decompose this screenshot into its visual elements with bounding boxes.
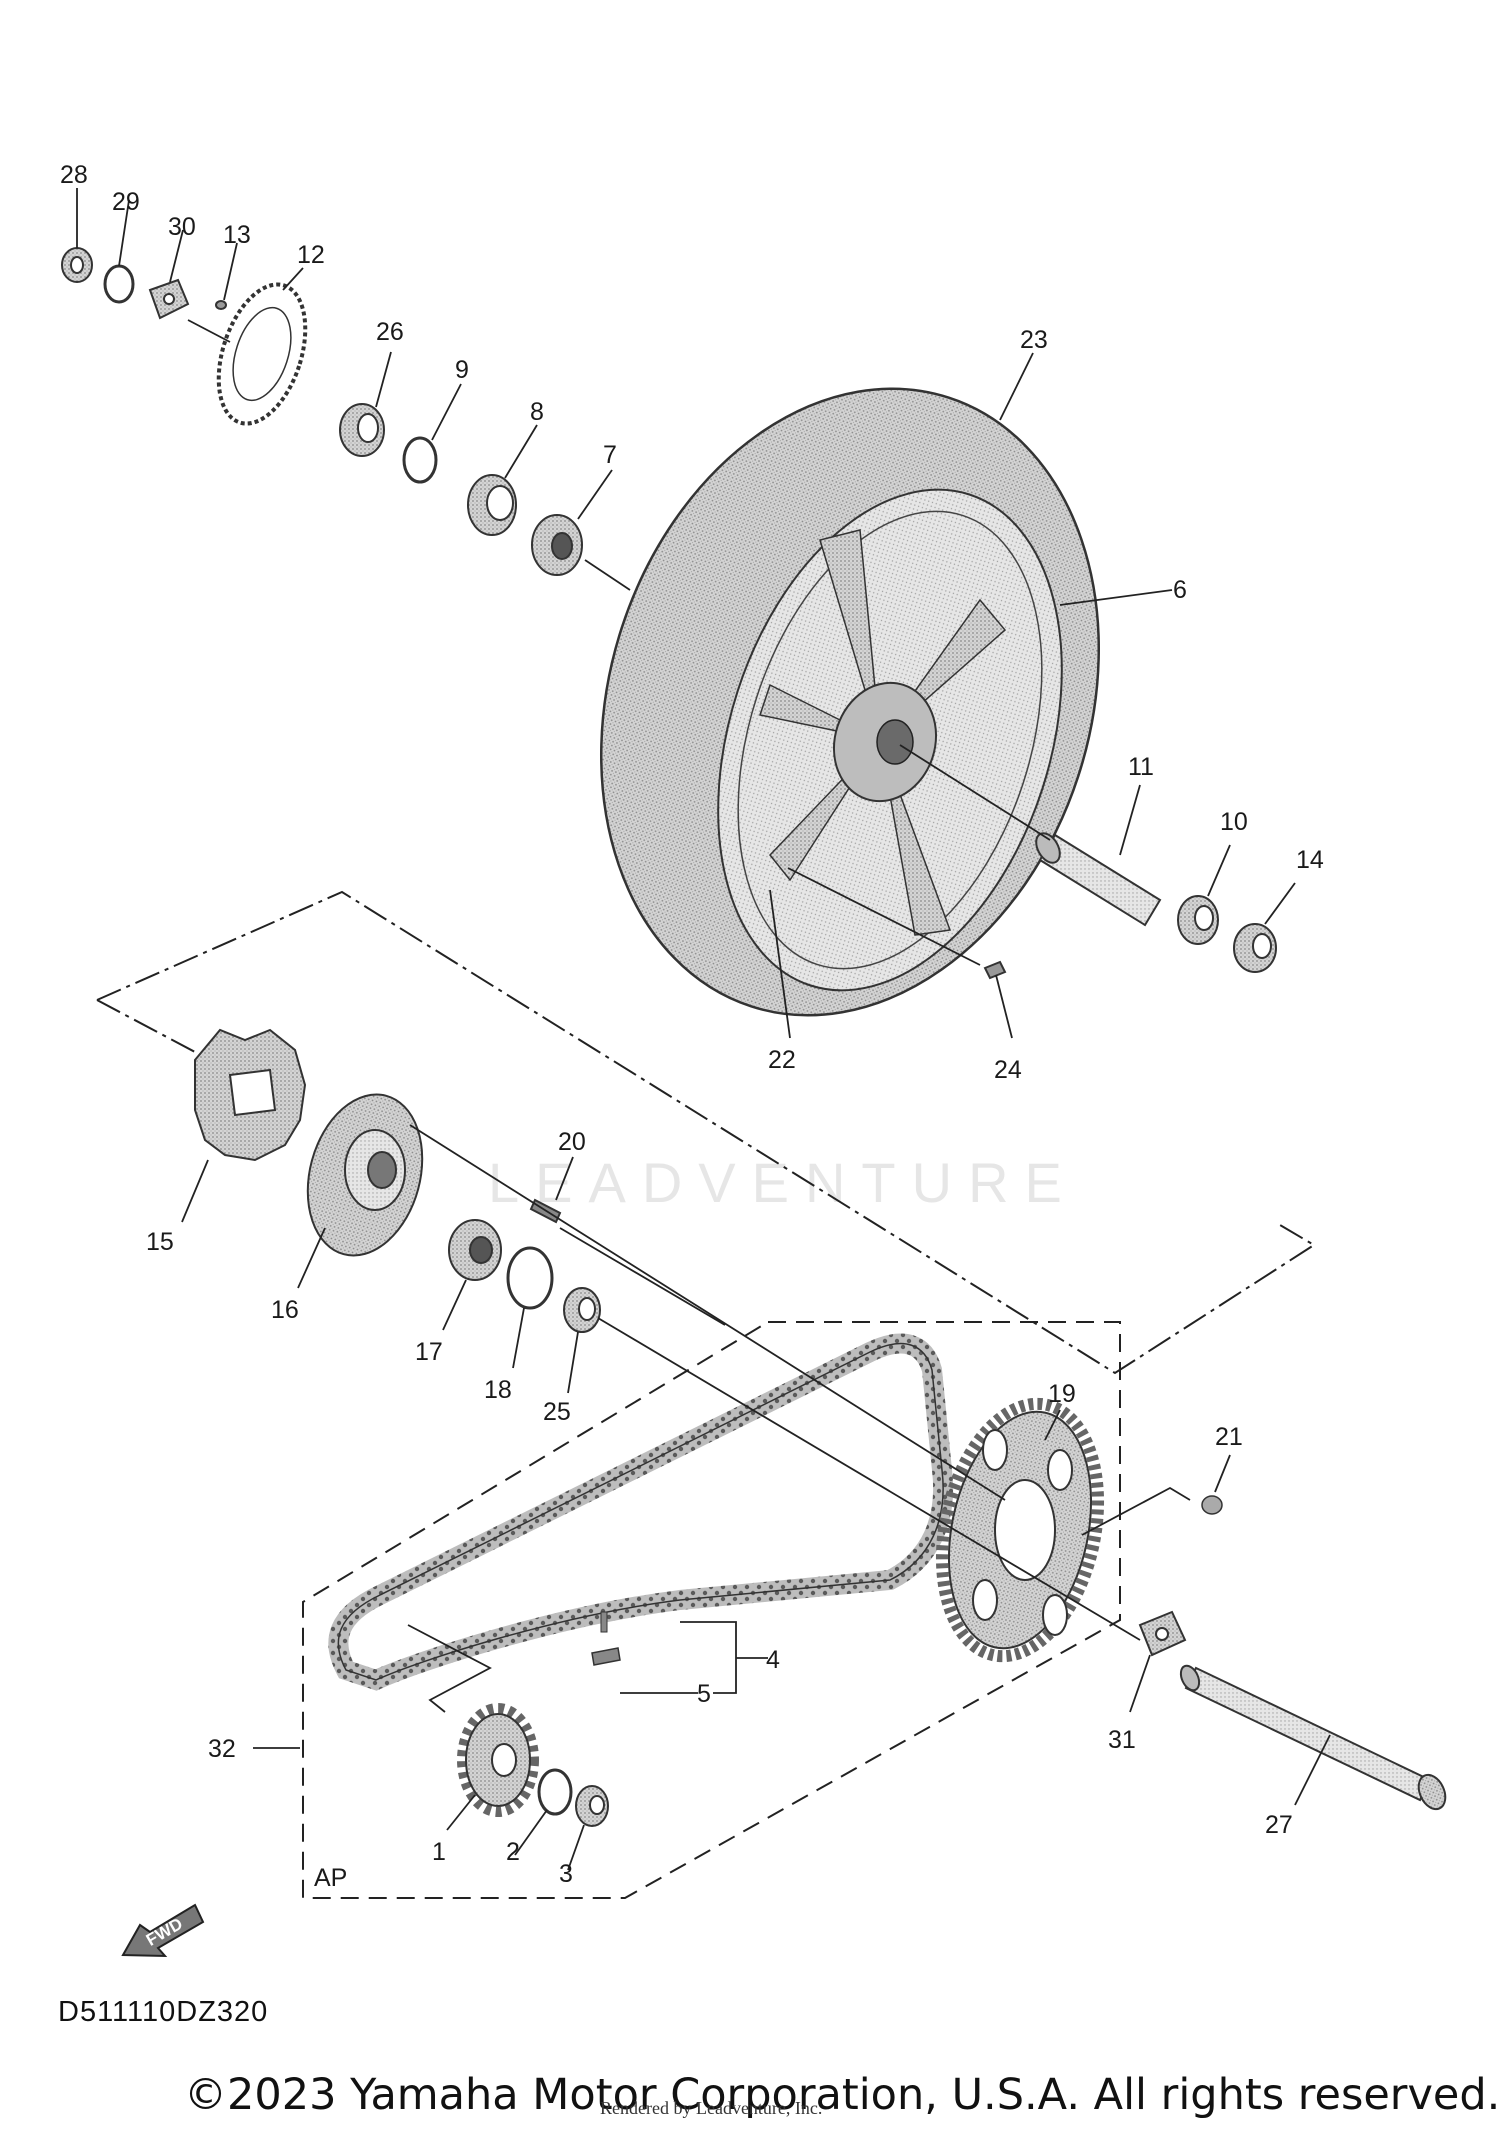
callout-11: 11: [1128, 753, 1154, 781]
callout-30: 30: [168, 213, 196, 241]
callout-2: 2: [506, 1838, 520, 1866]
callout-10: 10: [1220, 808, 1248, 836]
callout-9: 9: [455, 356, 469, 384]
callout-28: 28: [60, 161, 88, 189]
ap-kit-box: [302, 1321, 1121, 1899]
callout-27: 27: [1265, 1811, 1293, 1839]
axle-group: [1138, 1610, 1447, 1811]
callout-24: 24: [994, 1056, 1022, 1084]
rendered-by: Rendered by Leadventure, Inc.: [600, 2098, 823, 2118]
callout-15: 15: [146, 1228, 174, 1256]
callout-19: 19: [1048, 1380, 1076, 1408]
callout-18: 18: [484, 1376, 512, 1404]
parts-middle: [194, 1028, 601, 1333]
callout-29: 29: [112, 188, 140, 216]
parts-right: [983, 832, 1277, 980]
drive-chain: [328, 1333, 954, 1691]
callout-31: 31: [1108, 1726, 1136, 1754]
front-sprocket-group: [457, 1703, 609, 1827]
callout-16: 16: [271, 1296, 299, 1324]
callout-12: 12: [297, 241, 325, 269]
parts-top: [61, 247, 583, 576]
callout-13: 13: [223, 221, 251, 249]
assembly-boundary: [96, 890, 1316, 1375]
callout-5: 5: [697, 1680, 711, 1708]
callout-1: 1: [432, 1838, 446, 1866]
callout-20: 20: [558, 1128, 586, 1156]
rear-wheel: [599, 387, 1101, 1017]
callout-25: 25: [543, 1398, 571, 1426]
callout-22: 22: [768, 1046, 796, 1074]
callout-7: 7: [603, 441, 617, 469]
callout-4: 4: [766, 1646, 780, 1674]
callout-3: 3: [559, 1860, 573, 1888]
nut-21: [1201, 1495, 1223, 1515]
ap-label: AP: [314, 1864, 347, 1892]
callout-8: 8: [530, 398, 544, 426]
copyright-notice: ©2023 Yamaha Motor Corporation, U.S.A. A…: [184, 2070, 1500, 2120]
callout-32: 32: [208, 1735, 236, 1763]
callout-17: 17: [415, 1338, 443, 1366]
callout-labels: 28 29 30 13 12 26 9 8 7 23 6 11 10 14 22…: [60, 161, 1324, 1888]
diagram-code: D511110DZ320: [58, 1996, 269, 2028]
callout-23: 23: [1020, 326, 1048, 354]
callout-21: 21: [1215, 1423, 1243, 1451]
callout-26: 26: [376, 318, 404, 346]
callout-6: 6: [1173, 576, 1187, 604]
callout-14: 14: [1296, 846, 1324, 874]
leader-lines: [76, 188, 1331, 1871]
fwd-arrow-icon: FWD: [121, 1903, 205, 1958]
